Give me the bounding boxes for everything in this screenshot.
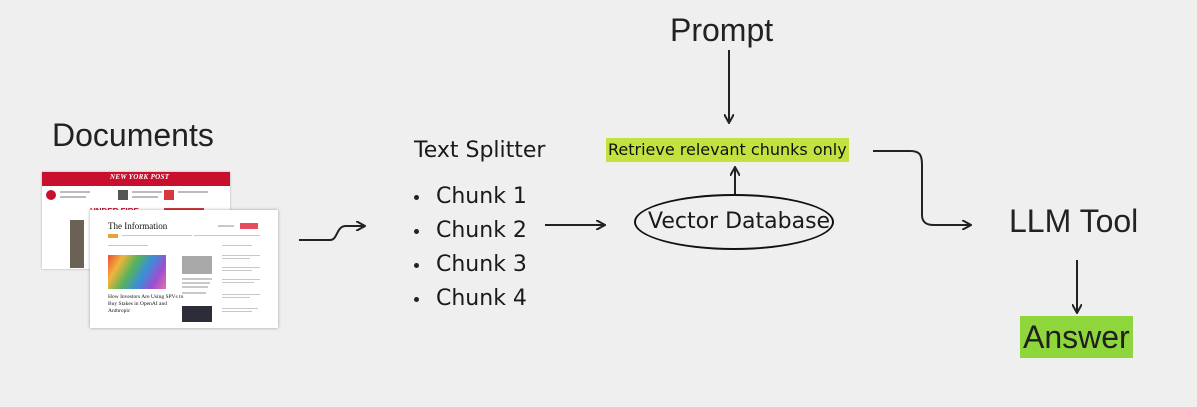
text-line (182, 278, 212, 280)
chunk-label: Chunk 3 (436, 252, 527, 277)
masthead-bar (42, 172, 230, 186)
bullet-icon (414, 296, 419, 302)
prompt-label: Prompt (670, 12, 774, 48)
chunk-item: Chunk 4 (414, 282, 527, 316)
bullet-icon (414, 262, 419, 268)
text-line (218, 225, 234, 227)
chunk-item: Chunk 1 (414, 180, 527, 214)
text-line (108, 245, 148, 246)
chunk-label: Chunk 4 (436, 286, 527, 311)
nav-tag (108, 234, 118, 238)
arrow-documents-to-splitter (299, 226, 364, 241)
nav-line (122, 235, 192, 236)
nav-line (194, 235, 260, 236)
bullet-icon (414, 228, 419, 234)
text-line (178, 191, 208, 193)
vector-database-node (634, 194, 834, 250)
photo-thumb (164, 190, 174, 200)
chunk-list: Chunk 1 Chunk 2 Chunk 3 Chunk 4 (414, 180, 527, 316)
text-line (222, 279, 260, 280)
story-headline: How Investors Are Using SPVs to Buy Stak… (108, 294, 184, 314)
llm-tool-label: LLM Tool (1009, 203, 1139, 239)
chunk-item: Chunk 2 (414, 214, 527, 248)
masthead-title: NEW YORK POST (110, 173, 170, 181)
text-line (132, 196, 158, 198)
text-line (222, 294, 260, 295)
answer-node: Answer (1020, 316, 1133, 358)
text-line (222, 267, 260, 268)
text-line (222, 282, 254, 283)
text-splitter-label: Text Splitter (414, 138, 546, 163)
chunk-label: Chunk 1 (436, 184, 527, 209)
photo-thumb (182, 306, 212, 322)
text-line (182, 282, 210, 284)
publication-title: The Information (108, 221, 168, 231)
text-line (222, 255, 260, 256)
bullet-icon (414, 194, 419, 200)
text-line (222, 245, 252, 246)
article-image (108, 255, 166, 289)
text-line (222, 270, 252, 271)
subscribe-button (240, 223, 258, 229)
text-line (60, 191, 90, 193)
documents-label: Documents (52, 117, 214, 153)
vector-database-label: Vector Database (648, 209, 831, 234)
photo-thumb (70, 220, 84, 268)
photo-thumb (182, 256, 212, 274)
text-line (132, 191, 162, 193)
text-line (222, 308, 258, 309)
chunk-label: Chunk 2 (436, 218, 527, 243)
text-line (222, 258, 250, 259)
text-line (222, 311, 252, 312)
text-line (222, 297, 250, 298)
chunk-item: Chunk 3 (414, 248, 527, 282)
photo-thumb (118, 190, 128, 200)
text-line (182, 292, 206, 294)
arrow-retrieve-to-llm (873, 150, 970, 225)
text-line (182, 286, 208, 288)
retrieve-chunks-node: Retrieve relevant chunks only (606, 138, 849, 162)
text-line (60, 196, 86, 198)
article-thumbnail: The Information How Investors Are Using … (90, 210, 278, 328)
logo-icon (46, 190, 56, 200)
